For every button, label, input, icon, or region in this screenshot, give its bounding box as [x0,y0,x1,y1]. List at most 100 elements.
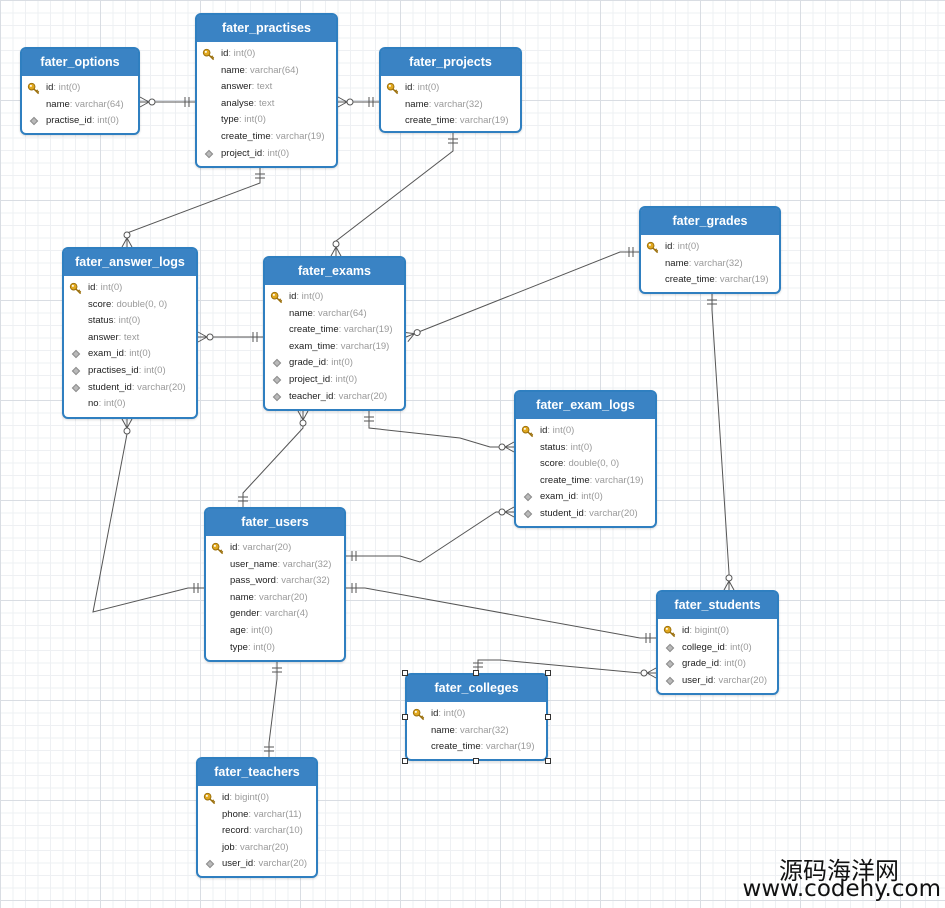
field-row[interactable]: user_id: varchar(20) [658,673,777,690]
field-row[interactable]: id: int(0) [64,280,196,297]
field-row[interactable]: analyse: text [197,96,336,113]
field-row[interactable]: name: varchar(32) [641,256,779,273]
entity-fater-users[interactable]: fater_users id: varchar(20)user_name: va… [204,507,346,662]
field-row[interactable]: grade_id: int(0) [658,656,777,673]
field-row[interactable]: gender: varchar(4) [206,606,344,623]
resize-handle-e[interactable] [545,714,551,720]
field-type: : varchar(19) [335,340,390,352]
relationship-students-colleges[interactable] [477,659,656,674]
entity-fater-answer-logs[interactable]: fater_answer_logs id: int(0)score: doubl… [62,247,198,419]
field-row[interactable]: college_id: int(0) [658,640,777,657]
entity-fater-teachers[interactable]: fater_teachers id: bigint(0)phone: varch… [196,757,318,878]
field-row[interactable]: id: int(0) [381,80,520,97]
field-row[interactable]: no: int(0) [64,396,196,413]
field-row[interactable]: id: int(0) [22,80,138,97]
field-row[interactable]: score: double(0, 0) [516,456,655,473]
relationship-exams-users[interactable] [242,411,304,507]
field-row[interactable]: phone: varchar(11) [198,807,316,824]
field-row[interactable]: status: int(0) [64,313,196,330]
entity-fater-exam-logs[interactable]: fater_exam_logs id: int(0)status: int(0)… [514,390,657,528]
cardinality-marker [272,667,282,673]
field-row[interactable]: name: varchar(32) [407,723,546,740]
field-row[interactable]: create_time: varchar(19) [407,739,546,756]
resize-handle-w[interactable] [402,714,408,720]
relationship-exams-projects[interactable] [335,133,454,256]
field-row[interactable]: answer: text [64,330,196,347]
field-row[interactable]: job: varchar(20) [198,840,316,857]
field-name: name [221,64,245,76]
resize-handle-n[interactable] [473,670,479,676]
relationship-answer_logs-users[interactable] [92,419,204,613]
field-type: : varchar(11) [248,808,302,820]
field-row[interactable]: id: int(0) [641,239,779,256]
field-row[interactable]: record: varchar(10) [198,823,316,840]
field-row[interactable]: exam_time: varchar(19) [265,339,404,356]
relationship-students-users[interactable] [346,587,656,639]
field-row[interactable]: id: int(0) [265,289,404,306]
resize-handle-se[interactable] [545,758,551,764]
field-type: : varchar(20) [237,542,292,553]
field-row[interactable]: type: int(0) [206,640,344,657]
field-row[interactable]: age: int(0) [206,623,344,640]
field-row[interactable]: teacher_id: varchar(20) [265,389,404,406]
entity-fater-projects[interactable]: fater_projects id: int(0)name: varchar(3… [379,47,522,133]
field-row[interactable]: name: varchar(64) [265,306,404,323]
field-row[interactable]: create_time: varchar(19) [516,473,655,490]
field-row[interactable]: user_name: varchar(32) [206,557,344,574]
field-row[interactable]: project_id: int(0) [197,146,336,163]
entity-fater-options[interactable]: fater_options id: int(0)name: varchar(64… [20,47,140,135]
field-row[interactable]: exam_id: int(0) [64,346,196,363]
resize-handle-nw[interactable] [402,670,408,676]
field-row[interactable]: project_id: int(0) [265,372,404,389]
field-name: score [88,298,112,310]
entity-fater-exams[interactable]: fater_exams id: int(0)name: varchar(64)c… [263,256,406,411]
field-type: : varchar(20) [253,858,308,870]
relationship-exam_logs-users[interactable] [346,511,514,563]
field-row[interactable]: type: int(0) [197,112,336,129]
field-row[interactable]: answer: text [197,79,336,96]
field-row[interactable]: id: int(0) [197,46,336,63]
field-row[interactable]: name: varchar(20) [206,590,344,607]
field-name: name [665,257,689,269]
field-row[interactable]: create_time: varchar(19) [641,272,779,289]
resize-handle-ne[interactable] [545,670,551,676]
field-row[interactable]: user_id: varchar(20) [198,856,316,873]
field-row[interactable]: name: varchar(64) [197,63,336,80]
field-row[interactable]: grade_id: int(0) [265,355,404,372]
relationship-exams-grades[interactable] [405,251,639,338]
field-row[interactable]: practise_id: int(0) [22,113,138,130]
field-row[interactable]: student_id: varchar(20) [64,380,196,397]
field-row[interactable]: create_time: varchar(19) [265,322,404,339]
field-row[interactable]: practises_id: int(0) [64,363,196,380]
field-row[interactable]: id: bigint(0) [658,623,777,640]
field-row[interactable]: name: varchar(32) [381,97,520,114]
relationship-students-grades[interactable] [711,294,730,590]
relationship-answer_logs-practises[interactable] [126,168,261,247]
resize-handle-s[interactable] [473,758,479,764]
field-row[interactable]: name: varchar(64) [22,97,138,114]
relationship-exam_logs-exams[interactable] [368,411,514,448]
field-row[interactable]: student_id: varchar(20) [516,506,655,523]
field-row[interactable]: score: double(0, 0) [64,297,196,314]
entity-fater-colleges[interactable]: fater_colleges id: int(0)name: varchar(3… [405,673,548,761]
entity-fater-students[interactable]: fater_students id: bigint(0)college_id: … [656,590,779,695]
field-row[interactable]: id: int(0) [516,423,655,440]
field-row[interactable]: create_time: varchar(19) [197,129,336,146]
resize-handle-sw[interactable] [402,758,408,764]
relationship-teachers-users[interactable] [268,662,278,757]
field-row[interactable]: id: bigint(0) [198,790,316,807]
entity-fater-practises[interactable]: fater_practises id: int(0)name: varchar(… [195,13,338,168]
entity-fater-grades[interactable]: fater_grades id: int(0)name: varchar(32)… [639,206,781,294]
field-row[interactable]: status: int(0) [516,440,655,457]
foreign-key-icon [272,392,282,401]
field-row[interactable]: id: varchar(20) [206,540,344,557]
cardinality-marker [368,97,374,107]
field-name: id [431,708,439,719]
field-type: : varchar(32) [428,98,483,110]
field-row[interactable]: exam_id: int(0) [516,489,655,506]
field-row[interactable]: id: int(0) [407,706,546,723]
field-row[interactable]: pass_word: varchar(32) [206,573,344,590]
field-type: : varchar(20) [583,507,638,519]
field-row[interactable]: create_time: varchar(19) [381,113,520,130]
